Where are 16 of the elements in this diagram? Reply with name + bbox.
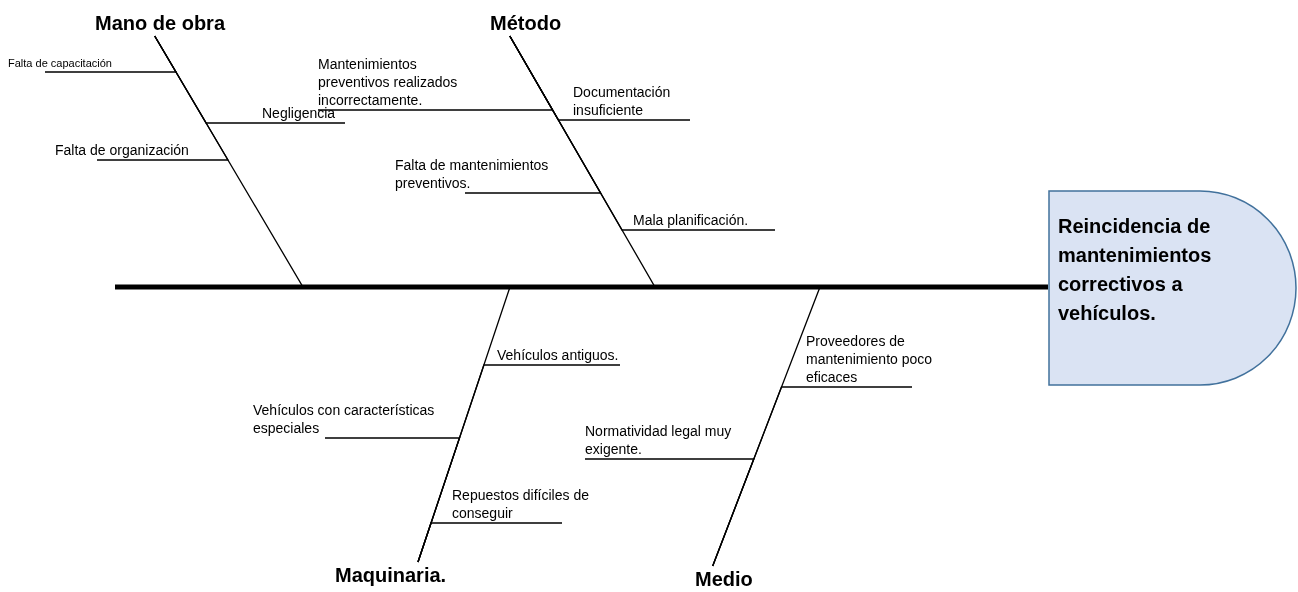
category-label: Método xyxy=(490,10,562,36)
cause-label: Vehículos con características especiales xyxy=(253,401,453,437)
cause-label: Negligencia xyxy=(262,104,336,122)
effect-text: Reincidencia de mantenimientos correctivos a vehículos. xyxy=(1058,214,1213,326)
category-label: Maquinaria. xyxy=(335,562,447,588)
category-label: Mano de obra xyxy=(95,10,225,36)
cause-label: Repuestos difíciles de conseguir xyxy=(452,486,632,522)
cause-label: Falta de mantenimientos preventivos. xyxy=(395,156,595,192)
cause-label: Proveedores de mantenimiento poco eficaces xyxy=(806,332,966,386)
cause-label: Mala planificación. xyxy=(633,211,749,229)
cause-label: Documentación insuficiente xyxy=(573,83,713,119)
category-label: Medio xyxy=(695,566,753,592)
cause-label: Falta de capacitación xyxy=(8,56,112,71)
cause-label: Vehículos antiguos. xyxy=(497,346,619,364)
cause-label: Falta de organización xyxy=(55,141,189,159)
cause-label: Normatividad legal muy exigente. xyxy=(585,422,755,458)
